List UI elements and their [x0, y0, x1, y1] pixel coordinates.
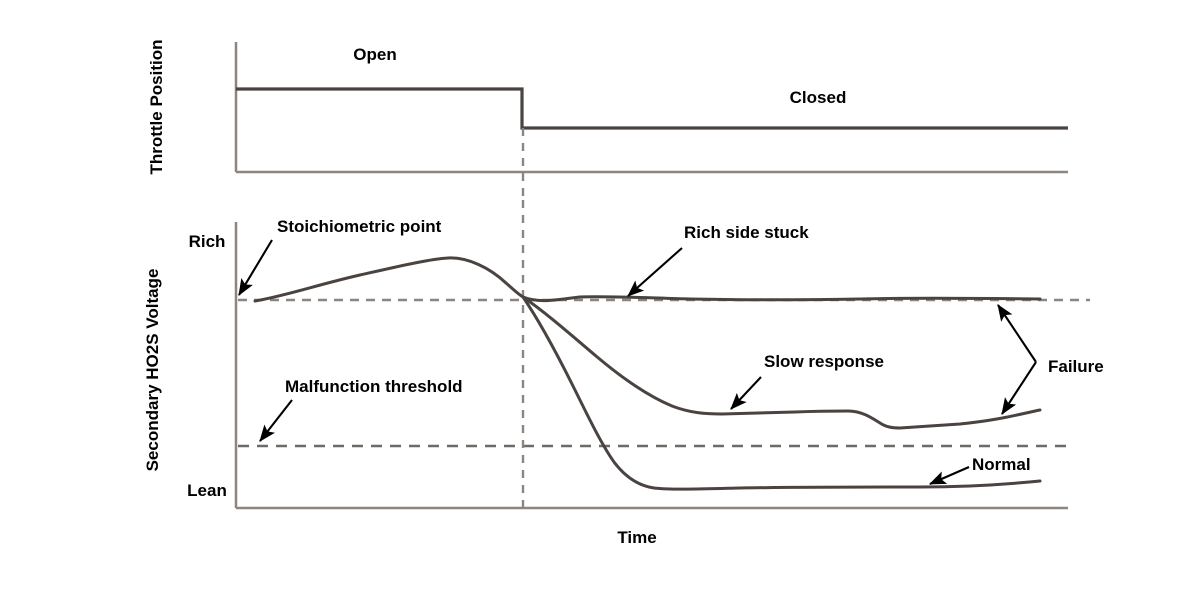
annotation-layer: Stoichiometric point Malfunction thresho…: [238, 217, 1104, 485]
ho2s-tick-lean-label: Lean: [187, 481, 227, 500]
throttle-state-open-label: Open: [353, 45, 396, 64]
ho2s-voltage-panel: Rich Lean Secondary HO2S Voltage Time: [143, 200, 1090, 547]
annotation-rich-side-stuck-leader: [627, 247, 683, 297]
annotation-failure-leader-upper: [997, 304, 1037, 363]
annotation-failure-label: Failure: [1048, 357, 1104, 376]
curve-slow-response: [521, 295, 1042, 430]
throttle-state-closed-label: Closed: [790, 88, 847, 107]
annotation-stoichiometric-point-label: Stoichiometric point: [277, 217, 442, 236]
throttle-position-trace: [236, 87, 1068, 130]
throttle-y-axis-title: Throttle Position: [147, 39, 166, 174]
curve-rich-side-stuck: [253, 256, 1042, 303]
annotation-rich-side-stuck-label: Rich side stuck: [684, 223, 809, 242]
ho2s-x-axis-title: Time: [617, 528, 656, 547]
annotation-malfunction-threshold-label: Malfunction threshold: [285, 377, 463, 396]
annotation-slow-response-leader: [730, 376, 762, 410]
ho2s-y-axis-title: Secondary HO2S Voltage: [143, 269, 162, 472]
annotation-normal-label: Normal: [972, 455, 1031, 474]
annotation-failure-leader-lower: [1001, 361, 1037, 415]
annotation-malfunction-threshold-leader: [259, 399, 293, 442]
curve-normal: [521, 295, 1042, 491]
annotation-slow-response-label: Slow response: [764, 352, 884, 371]
ho2s-tick-rich-label: Rich: [189, 232, 226, 251]
annotation-normal-leader: [929, 466, 970, 485]
annotation-stoichiometric-point-leader: [238, 239, 273, 296]
throttle-position-panel: Open Closed Throttle Position: [147, 39, 1068, 200]
